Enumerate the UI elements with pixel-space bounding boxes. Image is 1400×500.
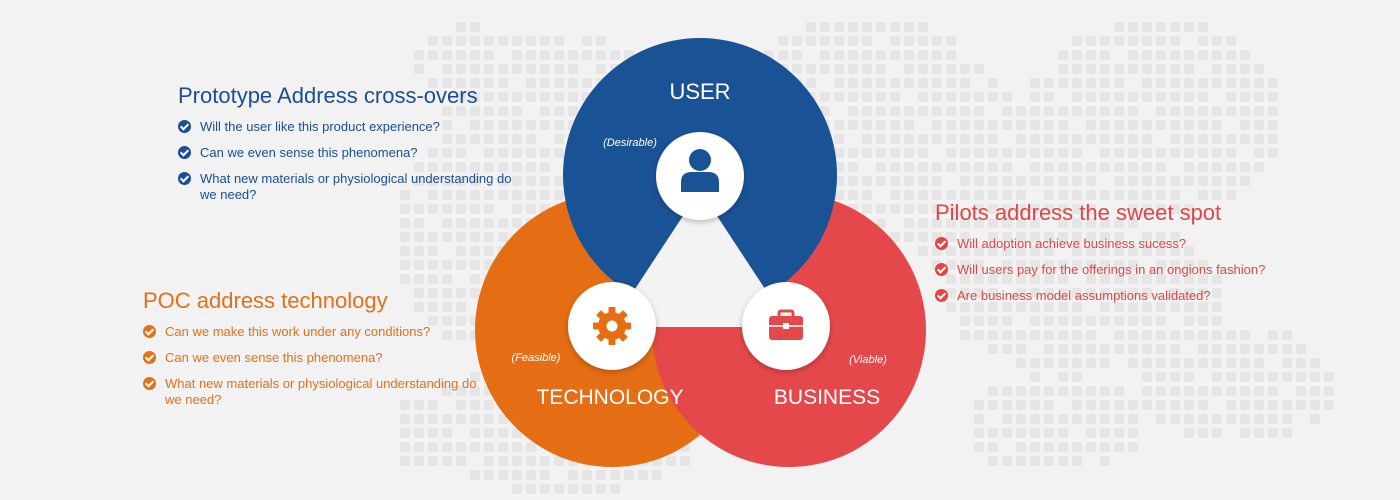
list-item-text: Will adoption achieve business sucess?	[957, 236, 1187, 251]
poc-title: POC address technology	[143, 288, 388, 313]
viable-sublabel: (Viable)	[849, 354, 887, 366]
check-circle-icon	[178, 172, 191, 185]
list-item-text: Can we even sense this phenomena?	[200, 145, 418, 160]
user-icon	[681, 149, 719, 192]
check-circle-icon	[143, 377, 156, 390]
prototype-list: Will the user like this product experien…	[178, 119, 523, 203]
list-item: Are business model assumptions validated…	[935, 288, 1315, 304]
list-item: What new materials or physiological unde…	[178, 171, 523, 203]
poc-panel: POC address technology Can we make this …	[143, 288, 493, 418]
list-item-text: Can we make this work under any conditio…	[165, 324, 431, 339]
pilots-title: Pilots address the sweet spot	[935, 200, 1222, 225]
user-label: USER	[669, 79, 730, 104]
list-item: Will users pay for the offerings in an o…	[935, 262, 1315, 278]
feasible-sublabel: (Feasible)	[512, 352, 561, 364]
briefcase-icon	[769, 309, 803, 340]
poc-list: Can we make this work under any conditio…	[143, 324, 493, 408]
check-circle-icon	[143, 325, 156, 338]
list-item-text: Will the user like this product experien…	[200, 119, 440, 134]
list-item-text: What new materials or physiological unde…	[200, 171, 512, 202]
prototype-panel: Prototype Address cross-overs Will the u…	[178, 83, 523, 213]
list-item-text: Will users pay for the offerings in an o…	[957, 262, 1266, 277]
check-circle-icon	[935, 237, 948, 250]
check-circle-icon	[178, 146, 191, 159]
gear-icon	[593, 307, 631, 345]
desirable-sublabel: (Desirable)	[603, 137, 657, 149]
prototype-title: Prototype Address cross-overs	[178, 83, 478, 108]
list-item: Can we even sense this phenomena?	[143, 350, 493, 366]
list-item: Can we make this work under any conditio…	[143, 324, 493, 340]
list-item-text: Are business model assumptions validated…	[957, 288, 1211, 303]
check-circle-icon	[143, 351, 156, 364]
list-item: Can we even sense this phenomena?	[178, 145, 523, 161]
list-item: Will the user like this product experien…	[178, 119, 523, 135]
pilots-list: Will adoption achieve business sucess? W…	[935, 236, 1315, 304]
pilots-panel: Pilots address the sweet spot Will adopt…	[935, 200, 1315, 314]
list-item-text: Can we even sense this phenomena?	[165, 350, 383, 365]
sweet-spot-triangle	[610, 190, 790, 327]
list-item-text: What new materials or physiological unde…	[165, 376, 477, 407]
check-circle-icon	[935, 289, 948, 302]
check-circle-icon	[935, 263, 948, 276]
business-label: BUSINESS	[774, 386, 880, 409]
technology-label: TECHNOLOGY	[536, 386, 683, 409]
list-item: Will adoption achieve business sucess?	[935, 236, 1315, 252]
check-circle-icon	[178, 120, 191, 133]
list-item: What new materials or physiological unde…	[143, 376, 493, 408]
